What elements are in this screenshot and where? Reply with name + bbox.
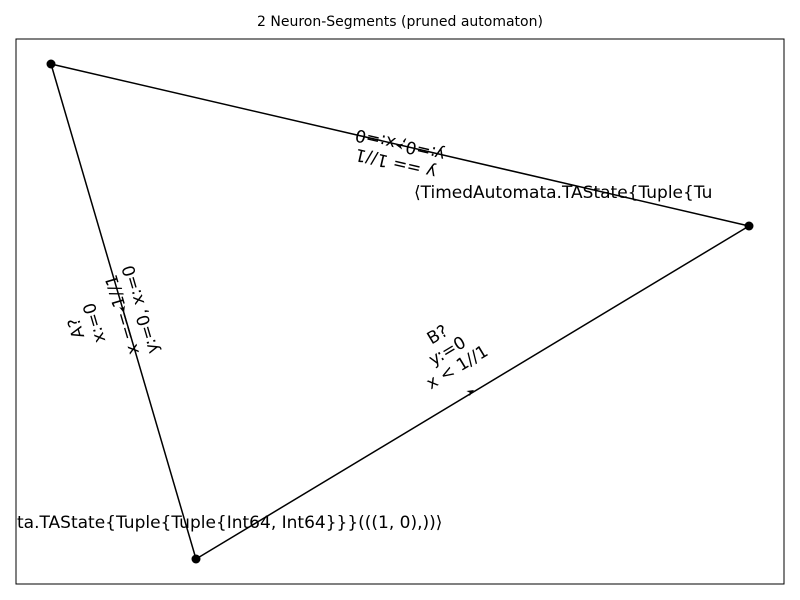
edge-line-bottom-to-right [195,225,750,560]
arrowhead-top-left-to-bottom [119,305,125,313]
arrowhead-bottom-to-right [466,390,474,397]
plot-frame [15,38,785,585]
node-label-bottom: ta.TAState{Tuple{Tuple{Int64, Int64}}}((… [17,513,442,533]
figure-title: 2 Neuron-Segments (pruned automaton) [257,14,543,30]
node-label-right: ⟨TimedAutomata.TAState{Tuple{Tu [414,183,712,203]
node-top-left [46,59,56,69]
edge-label-top-left-to-bottom-line-2: x:=0 [80,300,111,345]
node-right [744,221,754,231]
arrowhead-right-to-top-left [396,143,404,150]
node-bottom [191,554,201,564]
